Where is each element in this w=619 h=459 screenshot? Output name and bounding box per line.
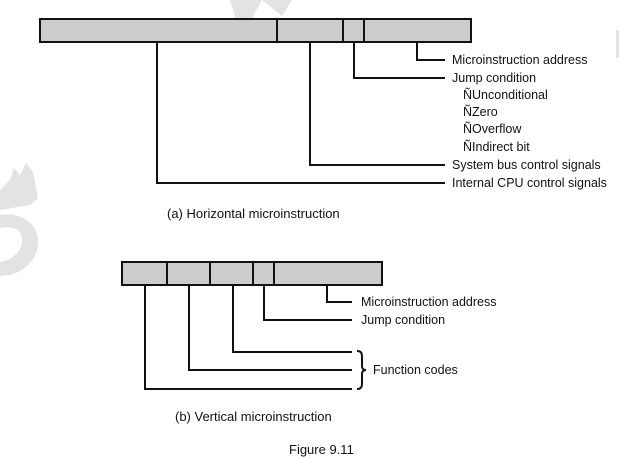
leader-function-code-2: [188, 285, 352, 371]
label-jump-condition: Jump condition: [452, 71, 536, 85]
label-function-codes: Function codes: [373, 363, 458, 377]
leader-jump-condition: [353, 42, 445, 79]
label-jump-condition: Jump condition: [361, 313, 445, 327]
label-condition-unconditional: ÑUnconditional: [463, 88, 548, 102]
leader-system-bus: [309, 42, 445, 166]
label-microinstruction-address: Microinstruction address: [452, 53, 587, 67]
watermark-stroke-2: [262, 0, 292, 16]
label-condition-zero: ÑZero: [463, 105, 498, 119]
label-microinstruction-address: Microinstruction address: [361, 295, 496, 309]
watermark-edge: [616, 30, 619, 58]
label-system-bus: System bus control signals: [452, 158, 601, 172]
caption-horizontal: (a) Horizontal microinstruction: [167, 206, 340, 221]
vertical-format: Microinstruction address Jump condition …: [121, 261, 496, 424]
leader-function-code-3: [232, 285, 352, 353]
figure-caption: Figure 9.11: [289, 442, 354, 457]
caption-vertical: (b) Vertical microinstruction: [175, 409, 332, 424]
label-condition-overflow: ÑOverflow: [463, 122, 522, 136]
watermark-figures: [0, 163, 38, 210]
leader-function-code-1: [144, 285, 352, 390]
leader-microinstruction-address: [326, 285, 352, 303]
leader-internal-cpu: [156, 42, 445, 184]
horizontal-field-bar: [39, 18, 472, 43]
label-internal-cpu: Internal CPU control signals: [452, 176, 607, 190]
label-condition-indirect-bit: ÑIndirect bit: [463, 140, 530, 154]
leader-jump-condition: [263, 285, 352, 321]
watermark: [0, 0, 619, 276]
brace-icon: [356, 350, 367, 390]
leader-microinstruction-address: [416, 42, 445, 61]
watermark-stroke-1: [230, 0, 262, 22]
watermark-letter-e: [0, 214, 39, 276]
horizontal-format: Microinstruction address Jump condition …: [39, 18, 607, 221]
